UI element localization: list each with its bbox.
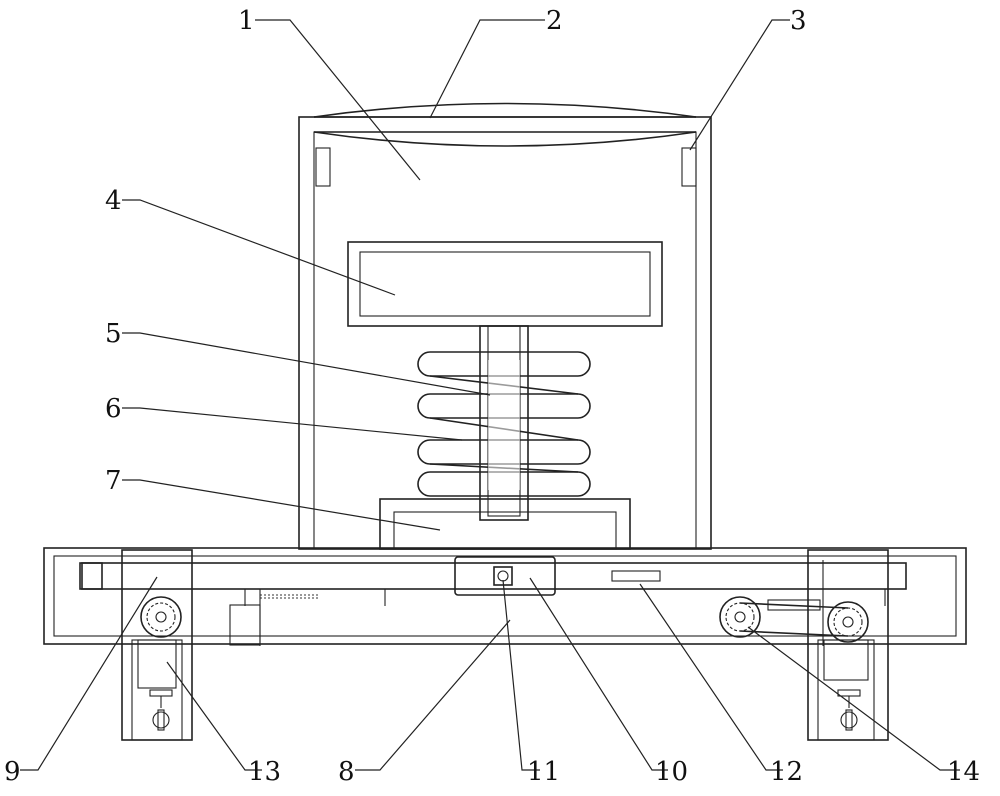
label-10: 10 [655, 757, 688, 787]
base-frame [43, 547, 967, 645]
sliding-rail [79, 562, 907, 646]
label-2: 2 [546, 6, 563, 36]
right-foot-assembly [719, 549, 889, 741]
label-14: 14 [947, 757, 980, 787]
label-1: 1 [238, 6, 255, 36]
latches [315, 147, 697, 187]
leader-lines [20, 19, 960, 771]
lid [313, 102, 697, 147]
part-labels: 1 2 3 4 5 6 7 8 9 10 11 12 13 14 [4, 6, 980, 787]
left-foot-assembly [121, 549, 193, 741]
spring-seat [379, 498, 631, 550]
label-8: 8 [338, 757, 355, 787]
label-4: 4 [105, 186, 122, 216]
spring [417, 351, 591, 497]
label-5: 5 [105, 319, 122, 349]
label-3: 3 [790, 6, 807, 36]
label-9: 9 [4, 757, 21, 787]
label-11: 11 [527, 757, 560, 787]
label-12: 12 [770, 757, 803, 787]
pressing-plate [347, 241, 663, 327]
label-7: 7 [105, 466, 122, 496]
slot [611, 570, 661, 582]
label-6: 6 [105, 394, 122, 424]
label-13: 13 [248, 757, 281, 787]
